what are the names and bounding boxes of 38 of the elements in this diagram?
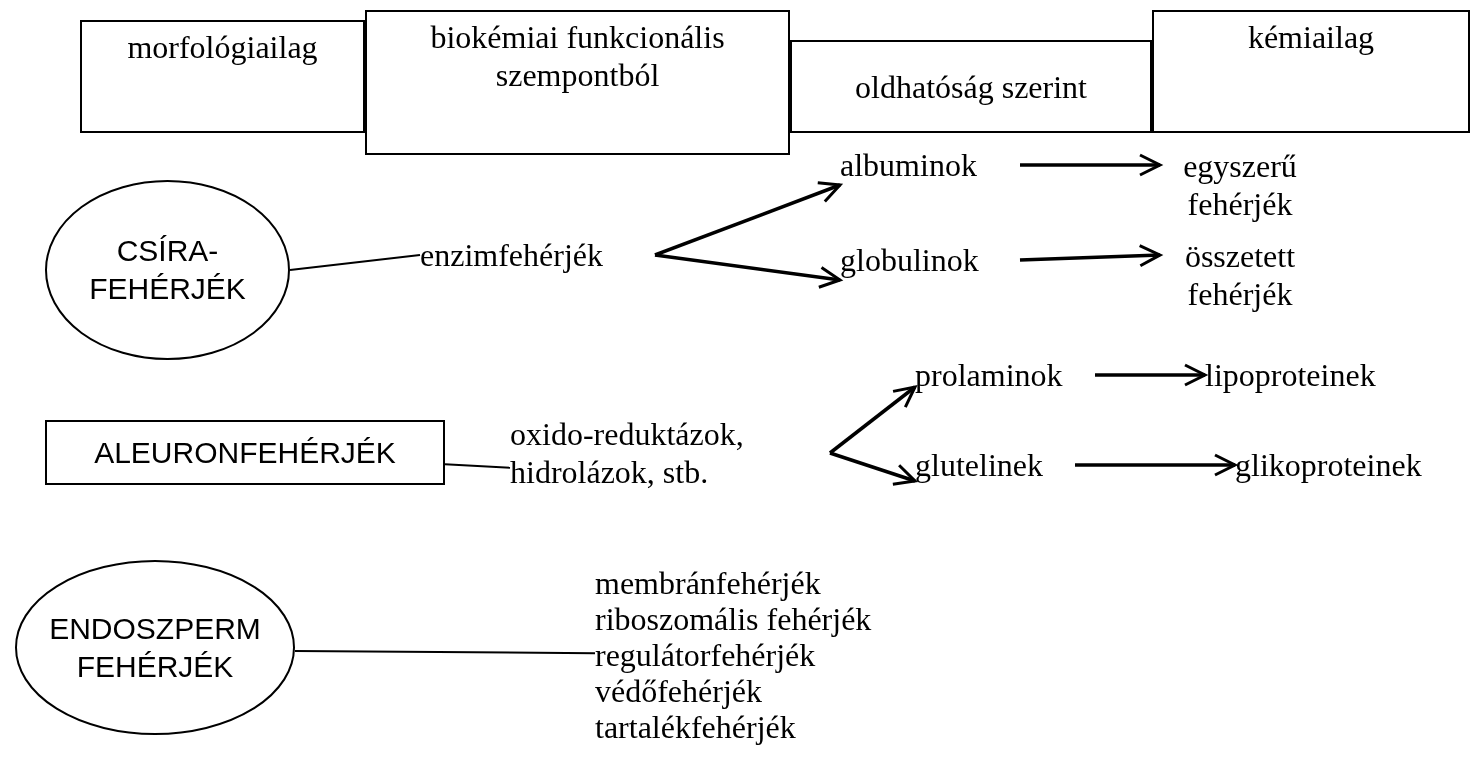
connector-line	[444, 463, 511, 469]
label-box	[45, 420, 445, 485]
node-text: prolaminok	[915, 356, 1063, 394]
label-box	[1152, 10, 1470, 133]
node-text: morfológiailag	[127, 28, 318, 66]
node-text: ENDOSZPERM FEHÉRJÉK	[48, 610, 262, 685]
list-item-text: védőfehérjék	[595, 673, 762, 709]
arrow	[828, 385, 917, 455]
node-text: egyszerű fehérjék	[1182, 147, 1298, 223]
connector-line	[289, 254, 421, 271]
node-text: globulinok	[840, 241, 979, 279]
node-text: glikoproteinek	[1235, 446, 1422, 484]
node-text: biokémiai funkcionális szempontból	[429, 18, 726, 94]
arrow	[1075, 453, 1237, 477]
node-text: albuminok	[840, 146, 977, 184]
node-text: oxido-reduktázok, hidrolázok, stb.	[510, 415, 745, 491]
arrow	[1020, 153, 1162, 177]
arrow	[1095, 363, 1207, 387]
node-text: összetett fehérjék	[1183, 237, 1297, 313]
node-text: kémiailag	[1247, 18, 1375, 56]
node-text: glutelinek	[915, 446, 1043, 484]
arrow	[829, 451, 917, 486]
label-box	[80, 20, 365, 133]
list-item-text: tartalékfehérjék	[595, 709, 796, 745]
node-text: oldhatóság szerint	[855, 67, 1087, 106]
node-text: ALEURONFEHÉRJÉK	[94, 434, 396, 471]
node-text: CSÍRA- FEHÉRJÉK	[88, 233, 247, 307]
connector-line	[294, 650, 596, 655]
label-box	[790, 40, 1152, 133]
arrow	[654, 253, 842, 289]
arrow	[1019, 244, 1162, 268]
label-box	[365, 10, 790, 155]
list-item-text: membránfehérjék	[595, 565, 821, 601]
list-item-text: riboszomális fehérjék	[595, 601, 872, 637]
node-text: lipoproteinek	[1205, 356, 1376, 394]
list-item-text: regulátorfehérjék	[595, 637, 816, 673]
node-text: enzimfehérjék	[420, 236, 603, 274]
arrow	[654, 181, 842, 257]
